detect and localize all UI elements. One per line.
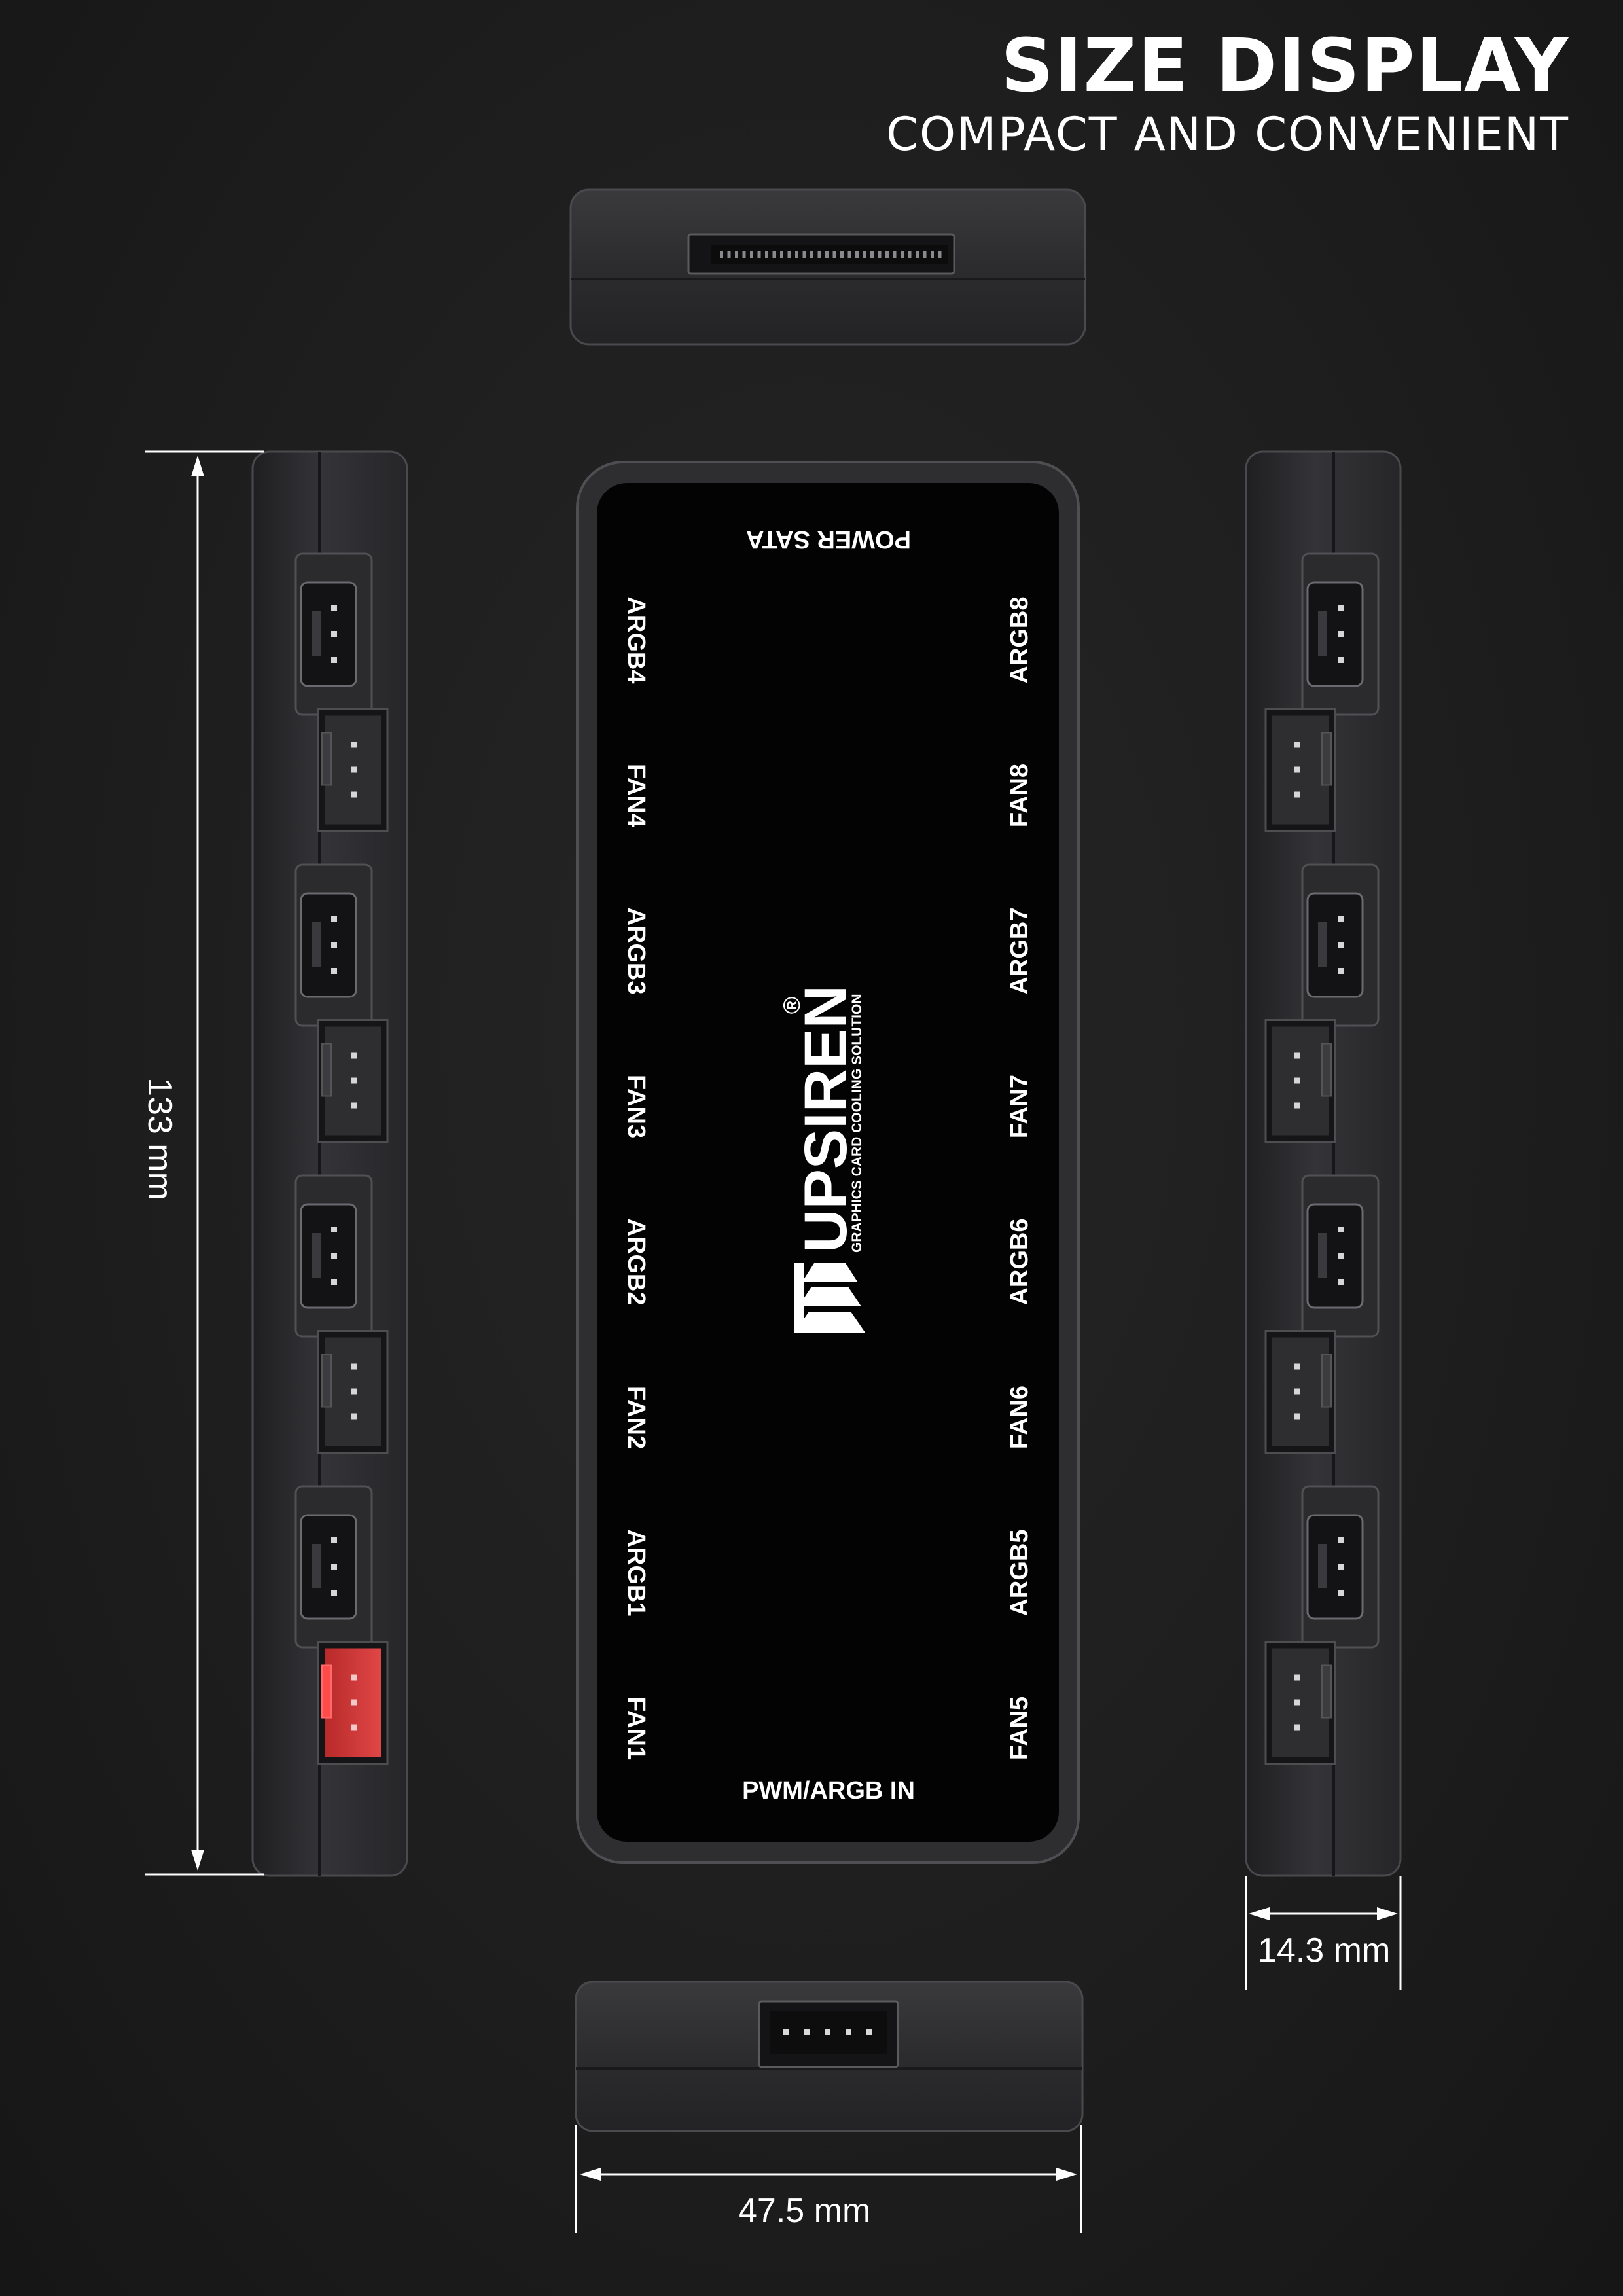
sata-pin <box>870 251 874 258</box>
board-label-argb4: ARGB4 <box>622 596 650 683</box>
fan-port-fan6 <box>1264 1330 1336 1454</box>
top-end-view <box>569 188 1086 346</box>
thickness-dimension <box>1245 1876 1402 1990</box>
input-pin <box>804 2029 810 2035</box>
argb-port-argb2 <box>294 1174 373 1338</box>
width-dimension-label: 47.5 mm <box>738 2192 871 2230</box>
sata-pin <box>923 251 927 258</box>
board-label-fan6: FAN6 <box>1006 1386 1033 1449</box>
fan-port-fan2 <box>317 1330 389 1454</box>
input-pin <box>825 2029 830 2035</box>
sata-pin <box>772 251 776 258</box>
pwm-argb-in-label: PWM/ARGB IN <box>742 1777 915 1804</box>
pwm-argb-input-connector <box>758 2000 899 2068</box>
board-label-fan5: FAN5 <box>1006 1696 1033 1760</box>
page-subtitle: COMPACT AND CONVENIENT <box>886 107 1569 162</box>
right-side-view <box>1245 450 1402 1877</box>
board-label-fan7: FAN7 <box>1006 1075 1033 1138</box>
sata-pin <box>765 251 768 258</box>
bottom-end-view <box>575 1981 1084 2132</box>
argb-port-argb5 <box>1301 1485 1380 1649</box>
sata-pin <box>825 251 829 258</box>
sata-pin <box>863 251 866 258</box>
height-dimension <box>145 450 264 1876</box>
sata-pin <box>787 251 791 258</box>
sata-pin <box>802 251 806 258</box>
thickness-dimension-label: 14.3 mm <box>1258 1931 1391 1969</box>
sata-pin <box>832 251 836 258</box>
sata-pin <box>938 251 942 258</box>
argb-port-argb4 <box>294 552 373 716</box>
board-label-argb7: ARGB7 <box>1006 907 1033 994</box>
sata-pin <box>840 251 844 258</box>
height-dimension-label: 133 mm <box>141 1077 179 1200</box>
sata-pin <box>855 251 859 258</box>
sata-pin <box>810 251 813 258</box>
sata-pin <box>750 251 753 258</box>
front-view-board: POWER SATA PWM/ARGB IN ARGB4FAN4ARGB3FAN… <box>576 461 1080 1864</box>
argb-port-argb6 <box>1301 1174 1380 1338</box>
sata-pin <box>742 251 746 258</box>
input-pin <box>846 2029 851 2035</box>
sata-pin <box>727 251 731 258</box>
brand-logo: UPSIREN ® GRAPHICS CARD COOLING SOLUTION <box>778 985 865 1333</box>
board-label-fan4: FAN4 <box>622 764 650 827</box>
width-dimension <box>575 2125 1082 2233</box>
logo-chevron-icon <box>794 1263 865 1333</box>
sata-pin <box>916 251 919 258</box>
sata-pin <box>847 251 851 258</box>
argb-port-argb1 <box>294 1485 373 1649</box>
board-label-fan8: FAN8 <box>1006 764 1033 827</box>
board-label-argb1: ARGB1 <box>622 1529 650 1616</box>
sata-pin <box>720 251 723 258</box>
sata-pin <box>878 251 882 258</box>
sata-power-connector <box>687 233 955 275</box>
sata-pin <box>908 251 912 258</box>
sata-pin <box>931 251 934 258</box>
fan-port-fan4 <box>317 708 389 832</box>
sata-pin <box>885 251 889 258</box>
brand-name: UPSIREN <box>793 985 859 1253</box>
board-label-argb2: ARGB2 <box>622 1218 650 1305</box>
fan-port-fan3 <box>317 1019 389 1143</box>
sata-pin <box>817 251 821 258</box>
board-label-argb5: ARGB5 <box>1006 1529 1033 1616</box>
sata-pin <box>795 251 798 258</box>
board-label-argb6: ARGB6 <box>1006 1218 1033 1305</box>
argb-port-argb7 <box>1301 863 1380 1027</box>
argb-port-argb3 <box>294 863 373 1027</box>
input-pin <box>866 2029 872 2035</box>
power-sata-label: POWER SATA <box>746 526 911 553</box>
fan-port-fan5 <box>1264 1641 1336 1765</box>
headline: SIZE DISPLAY COMPACT AND CONVENIENT <box>886 26 1569 160</box>
board-label-fan1: FAN1 <box>622 1696 650 1760</box>
brand-registered-mark: ® <box>778 997 805 1014</box>
sata-pin <box>757 251 761 258</box>
left-side-view <box>251 450 408 1877</box>
sata-pin <box>780 251 783 258</box>
fan-port-fan1 <box>317 1641 389 1765</box>
board-label-fan3: FAN3 <box>622 1075 650 1138</box>
fan-port-fan8 <box>1264 708 1336 832</box>
page-title: SIZE DISPLAY <box>1001 24 1569 109</box>
brand-tagline: GRAPHICS CARD COOLING SOLUTION <box>849 994 865 1253</box>
sata-pin <box>735 251 738 258</box>
fan-port-fan7 <box>1264 1019 1336 1143</box>
board-label-fan2: FAN2 <box>622 1386 650 1449</box>
board-label-argb3: ARGB3 <box>622 907 650 994</box>
sata-pin <box>901 251 904 258</box>
input-pin <box>783 2029 789 2035</box>
argb-port-argb8 <box>1301 552 1380 716</box>
sata-pin <box>893 251 897 258</box>
board-label-argb8: ARGB8 <box>1006 596 1033 683</box>
